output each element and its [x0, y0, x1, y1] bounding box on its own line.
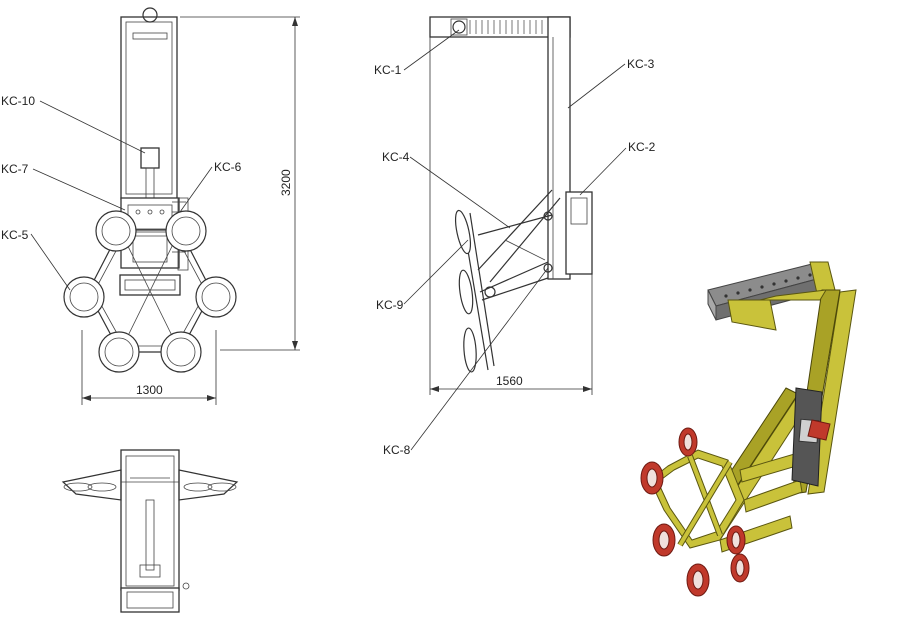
label-kc-6: KC-6	[214, 160, 242, 174]
beam-hole	[772, 282, 776, 286]
front-view	[30, 7, 300, 405]
dimension-height: 3200	[279, 169, 293, 196]
label-kc-10: KC-10	[1, 94, 35, 108]
beam-hole	[736, 291, 740, 295]
label-kc-5: KC-5	[1, 228, 29, 242]
beam-hole	[808, 273, 812, 277]
label-kc-2: KC-2	[628, 140, 656, 154]
label-kc-3: KC-3	[627, 57, 655, 71]
isometric-view	[640, 261, 857, 597]
beam-hole	[760, 285, 764, 289]
beam-hole	[784, 279, 788, 283]
label-kc-9: KC-9	[376, 298, 404, 312]
label-kc-8: KC-8	[383, 443, 411, 457]
beam-hole	[748, 288, 752, 292]
top-view	[61, 449, 239, 613]
beam-hole	[796, 276, 800, 280]
label-kc-1: KC-1	[374, 63, 402, 77]
beam-hole	[724, 294, 728, 298]
label-kc-4: KC-4	[382, 150, 410, 164]
dimension-width-side: 1560	[496, 374, 523, 388]
label-kc-7: KC-7	[1, 162, 29, 176]
dimension-width-front: 1300	[136, 383, 163, 397]
side-view	[403, 16, 627, 451]
